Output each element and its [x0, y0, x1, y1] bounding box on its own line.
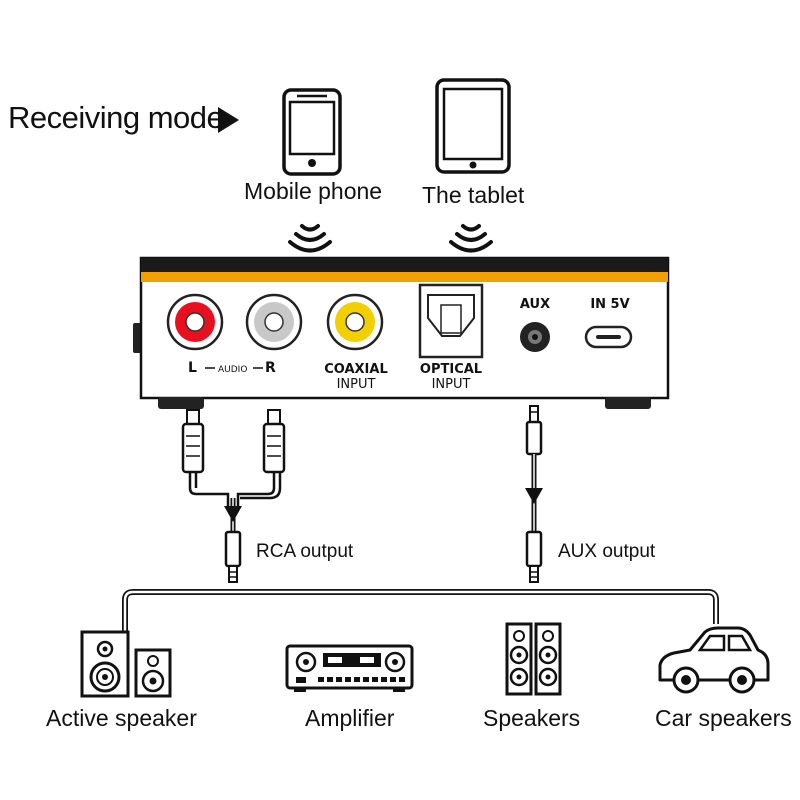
port-label-audio-r: R	[265, 360, 276, 376]
device-label-amplifier: Amplifier	[305, 705, 395, 731]
usb-c-port	[584, 325, 633, 349]
output-label-rca: RCA output	[256, 541, 354, 562]
port-label-optical-line1: OPTICAL	[419, 362, 483, 377]
port-label-optical-line2: INPUT	[431, 377, 471, 392]
port-label-power: IN 5V	[590, 297, 630, 312]
port-label-coaxial: COAXIAL INPUT	[318, 362, 394, 392]
source-label-tablet: The tablet	[422, 182, 525, 208]
speakers-icon	[505, 622, 562, 696]
wireless-signal-icon	[449, 224, 493, 253]
optical-port	[418, 283, 484, 359]
rca-cable	[181, 409, 286, 583]
wireless-signal-icon	[288, 224, 332, 253]
active-speaker-icon	[80, 630, 172, 698]
car-icon	[658, 626, 770, 694]
coaxial-jack	[326, 293, 384, 351]
device-label-active-speaker: Active speaker	[46, 705, 197, 731]
rca-left-jack	[166, 293, 224, 351]
source-label-mobile-phone: Mobile phone	[244, 178, 383, 204]
port-label-audio: AUDIO	[218, 365, 248, 375]
device-label-car-speakers: Car speakers	[655, 705, 792, 731]
device-label-speakers: Speakers	[483, 705, 581, 731]
port-label-audio-l: L	[188, 360, 197, 376]
port-label-aux: AUX	[519, 297, 551, 312]
amplifier-icon	[285, 644, 414, 692]
rca-right-jack	[245, 293, 303, 351]
aux-jack	[520, 322, 550, 352]
mode-label: Receiving mode	[8, 100, 224, 135]
smartphone-icon	[282, 88, 342, 176]
port-label-optical: OPTICAL INPUT	[412, 362, 490, 392]
distribution-line	[122, 589, 719, 632]
arrow-down-icon	[525, 488, 543, 504]
tablet-icon	[435, 78, 511, 174]
play-arrow-icon	[218, 107, 239, 133]
output-label-aux: AUX output	[558, 541, 656, 562]
arrow-down-icon	[224, 506, 242, 522]
port-label-coaxial-line1: COAXIAL	[324, 362, 388, 377]
port-label-coaxial-line2: INPUT	[336, 377, 376, 392]
receiver-device	[133, 256, 670, 409]
